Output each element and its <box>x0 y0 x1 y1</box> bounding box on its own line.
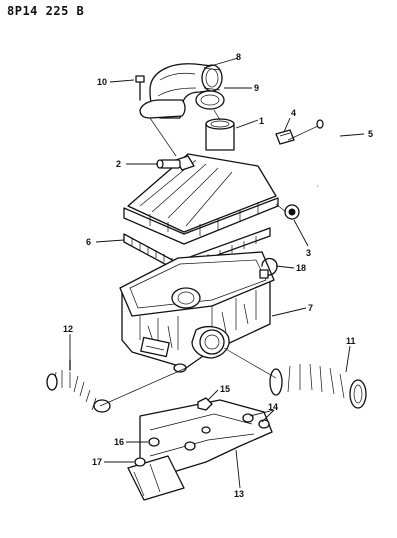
clamp-18 <box>259 257 278 279</box>
callout-5: 5 <box>368 129 373 139</box>
callout-9: 9 <box>254 83 259 93</box>
nut-15 <box>197 397 213 411</box>
bracket-13 <box>127 399 273 501</box>
callout-7: 7 <box>308 303 313 313</box>
callout-16: 16 <box>114 437 124 447</box>
callout-13: 13 <box>234 489 244 499</box>
callout-17: 17 <box>92 457 102 467</box>
callout-1: 1 <box>259 116 264 126</box>
callout-6: 6 <box>86 237 91 247</box>
callout-10: 10 <box>97 77 107 87</box>
nut-16 <box>148 437 160 447</box>
callout-11: 11 <box>346 336 356 346</box>
hose-5 <box>316 119 342 188</box>
grommet-3 <box>284 204 300 220</box>
air-cleaner-housing <box>119 251 275 373</box>
callout-14: 14 <box>268 402 278 412</box>
bolt-10 <box>135 75 145 101</box>
leader-lines <box>69 57 365 489</box>
air-cleaner-lid <box>123 118 279 245</box>
clip-4 <box>275 129 295 145</box>
elbow-duct <box>139 63 225 119</box>
callout-18: 18 <box>296 263 306 273</box>
hose-11 <box>269 362 367 409</box>
callout-8: 8 <box>236 52 241 62</box>
nut-17 <box>134 457 146 467</box>
callout-4: 4 <box>291 108 296 118</box>
nipple-2 <box>156 159 181 169</box>
callout-15: 15 <box>220 384 230 394</box>
callout-12: 12 <box>63 324 73 334</box>
callouts: 8 9 10 1 2 4 5 3 6 7 18 11 12 15 14 16 1… <box>63 52 373 499</box>
hose-12 <box>46 359 111 413</box>
callout-3: 3 <box>306 248 311 258</box>
diagram-code: 8P14 225 B <box>7 4 85 18</box>
callout-2: 2 <box>116 159 121 169</box>
assembly-lines <box>99 109 319 407</box>
